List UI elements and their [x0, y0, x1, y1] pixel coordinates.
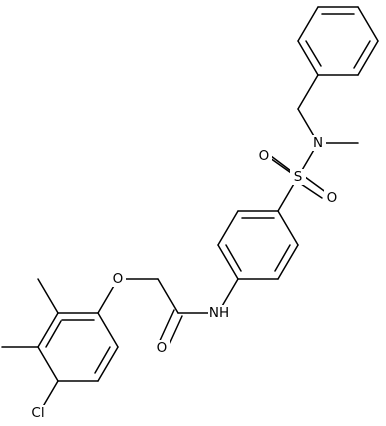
sulfonamide-nitrogen-label: N	[313, 135, 323, 151]
ether-oxygen-label: O	[113, 271, 124, 287]
ring-substituents	[1, 278, 59, 416]
sulfonyl-oxygen-label-2: O	[327, 190, 338, 206]
para-phenylene-ring	[217, 210, 299, 280]
amide-nh-label: NH	[209, 305, 229, 321]
chloro-dimethylphenyl-ring	[37, 312, 119, 382]
benzyl-linker	[297, 74, 359, 144]
sulfur-label: S	[294, 169, 303, 185]
carbonyl-oxygen-label: O	[157, 340, 168, 356]
sulfonyl-oxygen-label-1: O	[259, 148, 270, 164]
atom-labels: O NH O S O O N Cl	[28, 135, 340, 421]
benzyl-phenyl-ring	[297, 6, 379, 76]
chlorine-label: Cl	[31, 405, 44, 421]
